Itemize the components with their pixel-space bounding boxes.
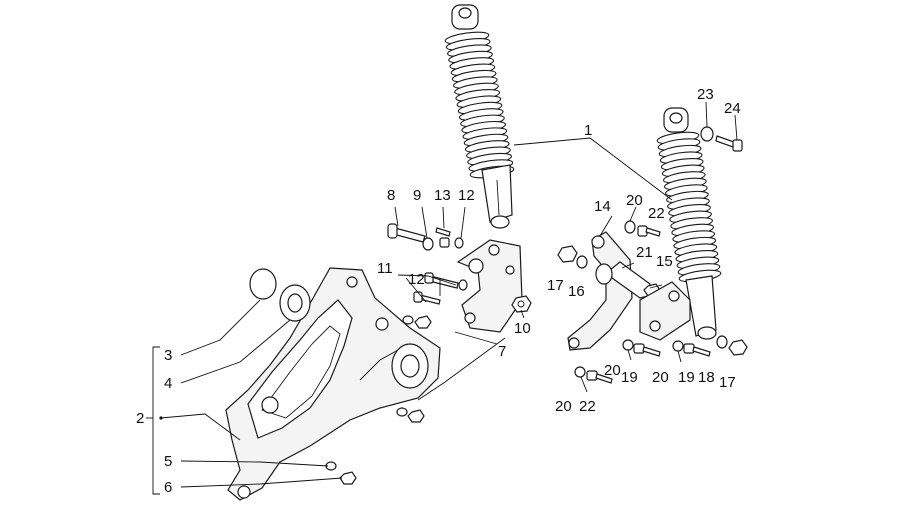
callout-12b: 12 <box>408 271 425 288</box>
washer-23[interactable] <box>700 126 714 142</box>
washer-18[interactable] <box>716 335 728 349</box>
callout-11: 11 <box>377 260 393 277</box>
callout-22a: 22 <box>648 205 665 222</box>
washer-12-lower[interactable] <box>458 279 468 291</box>
callout-13: 13 <box>434 187 451 204</box>
washer-20-top[interactable] <box>624 220 636 234</box>
callout-16: 16 <box>568 283 585 300</box>
nut-17-right[interactable] <box>728 339 748 356</box>
bolt-19-left[interactable] <box>633 343 661 357</box>
washer-arm-upper[interactable] <box>402 315 414 325</box>
callout-5: 5 <box>164 453 172 470</box>
callout-9: 9 <box>413 187 421 204</box>
callout-12a: 12 <box>458 187 475 204</box>
callout-21: 21 <box>636 244 653 261</box>
callout-labels: 1 8 9 13 12 11 12 10 7 14 20 22 21 15 17… <box>136 86 741 496</box>
bolt-24[interactable] <box>715 135 743 152</box>
bolt-19-right[interactable] <box>683 343 711 357</box>
callout-2: 2 <box>136 410 144 427</box>
callout-4: 4 <box>164 375 172 392</box>
bolt-22-lower[interactable] <box>586 370 613 384</box>
bolt-8[interactable] <box>387 223 426 243</box>
washer-20-mid[interactable] <box>622 339 634 351</box>
leader-lines <box>146 101 738 495</box>
callout-6: 6 <box>164 479 172 496</box>
callout-14: 14 <box>594 198 611 215</box>
washer-12-upper[interactable] <box>454 237 464 249</box>
nut-17-left[interactable] <box>557 245 578 263</box>
nut-arm-lower[interactable] <box>407 409 425 423</box>
link-plate-right[interactable] <box>639 281 691 341</box>
bolt-22-upper[interactable] <box>637 225 661 237</box>
shock-bracket[interactable] <box>456 239 523 333</box>
callout-24: 24 <box>724 100 741 117</box>
callout-8: 8 <box>387 187 395 204</box>
washer-20-lower-right[interactable] <box>672 340 684 352</box>
right-shock-absorber[interactable] <box>656 107 722 340</box>
callout-7: 7 <box>498 343 506 360</box>
callout-15: 15 <box>656 253 673 270</box>
callout-20a: 20 <box>626 192 643 209</box>
bolt-11-lower[interactable] <box>413 291 441 305</box>
washer-9[interactable] <box>422 237 434 251</box>
left-shock-absorber[interactable] <box>444 4 515 229</box>
circlip-3[interactable] <box>249 268 277 300</box>
nut-arm-upper[interactable] <box>414 315 432 329</box>
callout-18: 18 <box>698 369 715 386</box>
callout-17b: 17 <box>719 374 736 391</box>
callout-10: 10 <box>514 320 531 337</box>
nut-6[interactable] <box>339 471 357 485</box>
callout-19a: 19 <box>621 369 638 386</box>
callout-19b: 19 <box>678 369 695 386</box>
callout-23: 23 <box>697 86 714 103</box>
callout-1: 1 <box>584 122 592 139</box>
nut-10[interactable] <box>511 295 532 313</box>
bolt-13[interactable] <box>435 227 451 248</box>
callout-20b: 20 <box>604 362 621 379</box>
callout-17a: 17 <box>547 277 564 294</box>
swinging-arm[interactable] <box>225 267 441 501</box>
bearing-4[interactable] <box>279 284 311 322</box>
washer-arm-lower[interactable] <box>396 407 408 417</box>
callout-22b: 22 <box>579 398 596 415</box>
washer-16[interactable] <box>576 255 588 269</box>
callout-3: 3 <box>164 347 172 364</box>
washer-20-bottom[interactable] <box>574 366 586 378</box>
callout-20c: 20 <box>652 369 669 386</box>
callout-20d: 20 <box>555 398 572 415</box>
